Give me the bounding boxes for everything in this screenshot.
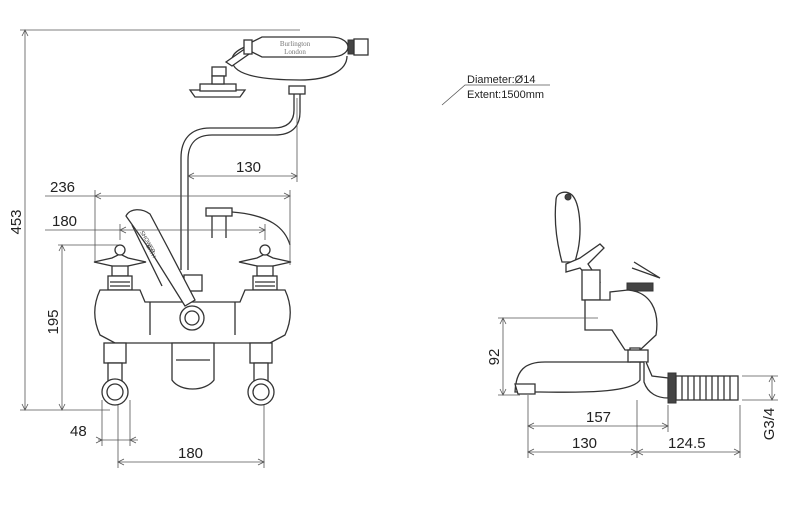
side-view-tap — [514, 191, 739, 404]
hose-diameter: Diameter:Ø14 — [467, 74, 535, 86]
handset-brand-line1: Burlington — [280, 40, 311, 48]
dim-157: 157 — [586, 409, 611, 426]
dim-130: 130 — [236, 159, 261, 176]
front-dimensions: 453 195 236 180 130 48 180 — [8, 29, 300, 468]
dim-48: 48 — [70, 423, 87, 440]
front-view-tap: SHOWER BATH — [93, 207, 292, 406]
shower-hose — [288, 41, 445, 372]
dim-92: 92 — [486, 349, 503, 366]
shower-handset: Burlington London — [180, 36, 369, 270]
hose-extent: Extent:1500mm — [467, 89, 544, 101]
thread-hatching — [681, 376, 731, 400]
dim-thread: G3/4 — [761, 408, 778, 441]
dim-236: 236 — [50, 179, 75, 196]
side-dimensions: 92 157 130 124.5 G3/4 — [486, 317, 778, 458]
dim-453: 453 — [8, 209, 25, 234]
dim-180-bottom: 180 — [178, 445, 203, 462]
dim-124-5: 124.5 — [668, 435, 706, 452]
left-cross-handle — [93, 244, 147, 291]
hose-note: Diameter:Ø14 Extent:1500mm — [441, 74, 550, 106]
dim-180-top: 180 — [52, 213, 77, 230]
dim-130-side: 130 — [572, 435, 597, 452]
right-cross-handle — [238, 244, 292, 291]
dim-195: 195 — [45, 309, 62, 334]
handset-brand-line2: London — [284, 48, 306, 56]
